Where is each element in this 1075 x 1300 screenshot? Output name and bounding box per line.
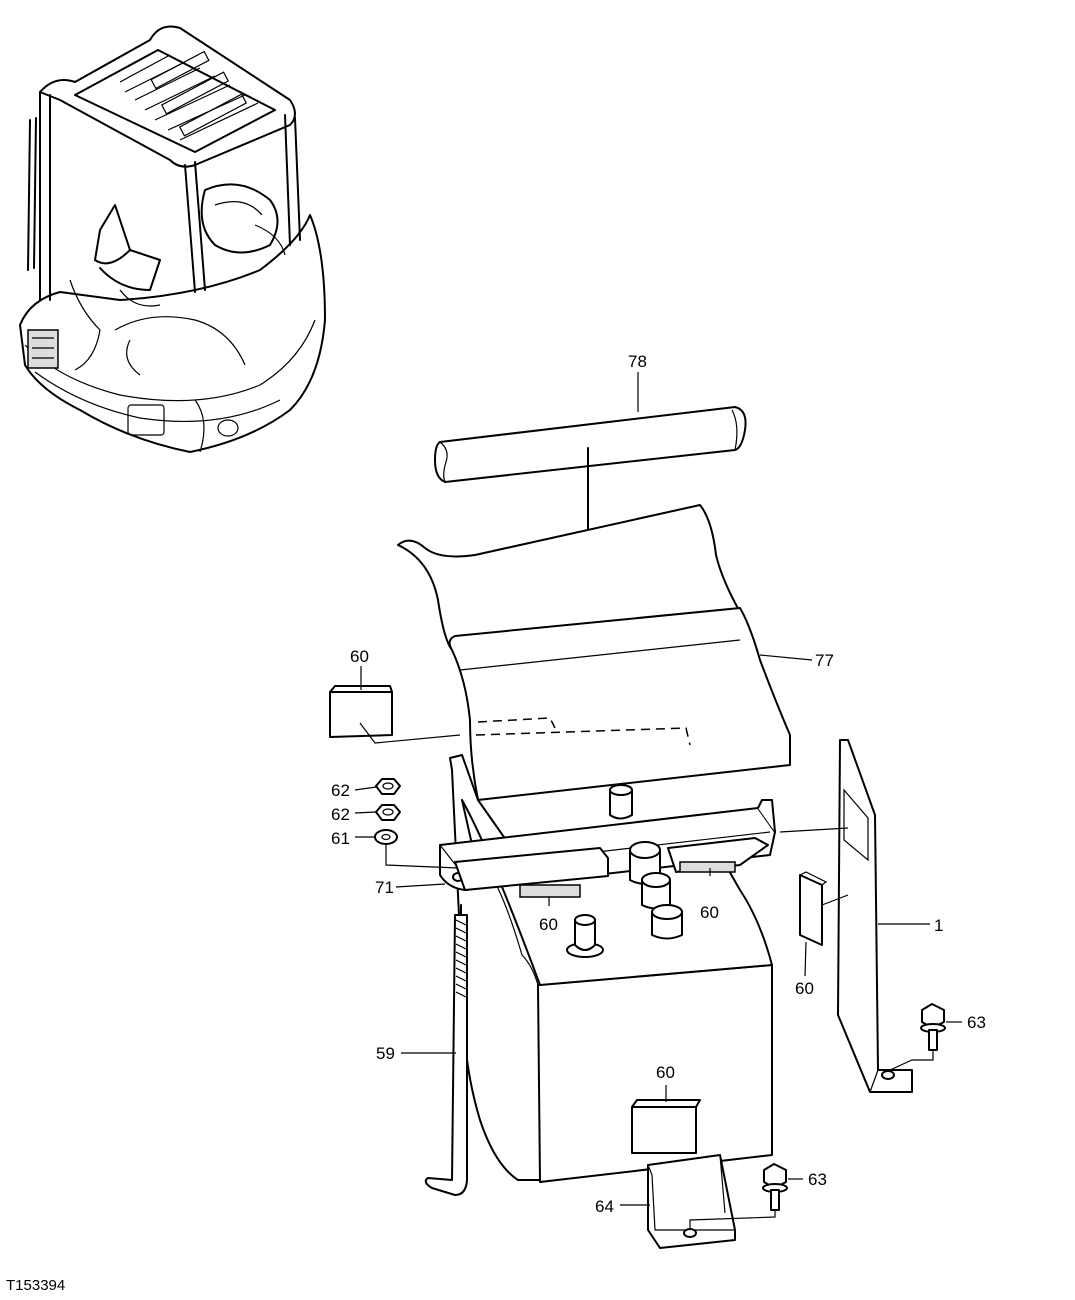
part-62-nut-upper xyxy=(375,778,401,795)
part-77-battery-cover-sheet xyxy=(397,504,791,801)
part-63-bolt-upper xyxy=(889,1003,946,1071)
callout-1: 1 xyxy=(934,916,943,935)
callout-59: 59 xyxy=(376,1044,395,1063)
part-61-washer xyxy=(374,829,459,869)
callout-61: 61 xyxy=(331,829,350,848)
callout-62: 62 xyxy=(331,805,350,824)
callout-63: 63 xyxy=(808,1170,827,1189)
callout-60: 60 xyxy=(795,979,814,998)
part-60-pad-bar-left xyxy=(454,847,609,898)
part-60-pad-left xyxy=(329,685,461,744)
callout-60: 60 xyxy=(700,903,719,922)
callout-labels: 78 77 60 62 62 61 71 60 60 60 1 63 59 60… xyxy=(331,352,986,1216)
callout-78: 78 xyxy=(628,352,647,371)
callout-77: 77 xyxy=(815,651,834,670)
callout-71: 71 xyxy=(375,878,394,897)
excavator-overview-illustration xyxy=(19,25,326,453)
part-62-nut-lower xyxy=(375,804,401,821)
part-63-bolt-lower xyxy=(689,1163,788,1228)
battery-caps xyxy=(629,841,683,940)
callout-64: 64 xyxy=(595,1197,614,1216)
part-59-j-bolt xyxy=(424,904,468,1196)
part-60-pad-bar-right xyxy=(667,837,769,873)
part-1-side-bracket xyxy=(837,739,913,1093)
part-64-lower-clamp xyxy=(647,1154,736,1249)
part-60-pad-front xyxy=(631,1099,701,1154)
figure-id: T153394 xyxy=(6,1277,65,1294)
callout-63: 63 xyxy=(967,1013,986,1032)
leader-lines xyxy=(354,372,962,1206)
callout-60: 60 xyxy=(656,1063,675,1082)
callout-60: 60 xyxy=(350,647,369,666)
callout-60: 60 xyxy=(539,915,558,934)
callout-62: 62 xyxy=(331,781,350,800)
part-60-pad-bracket xyxy=(799,871,849,946)
